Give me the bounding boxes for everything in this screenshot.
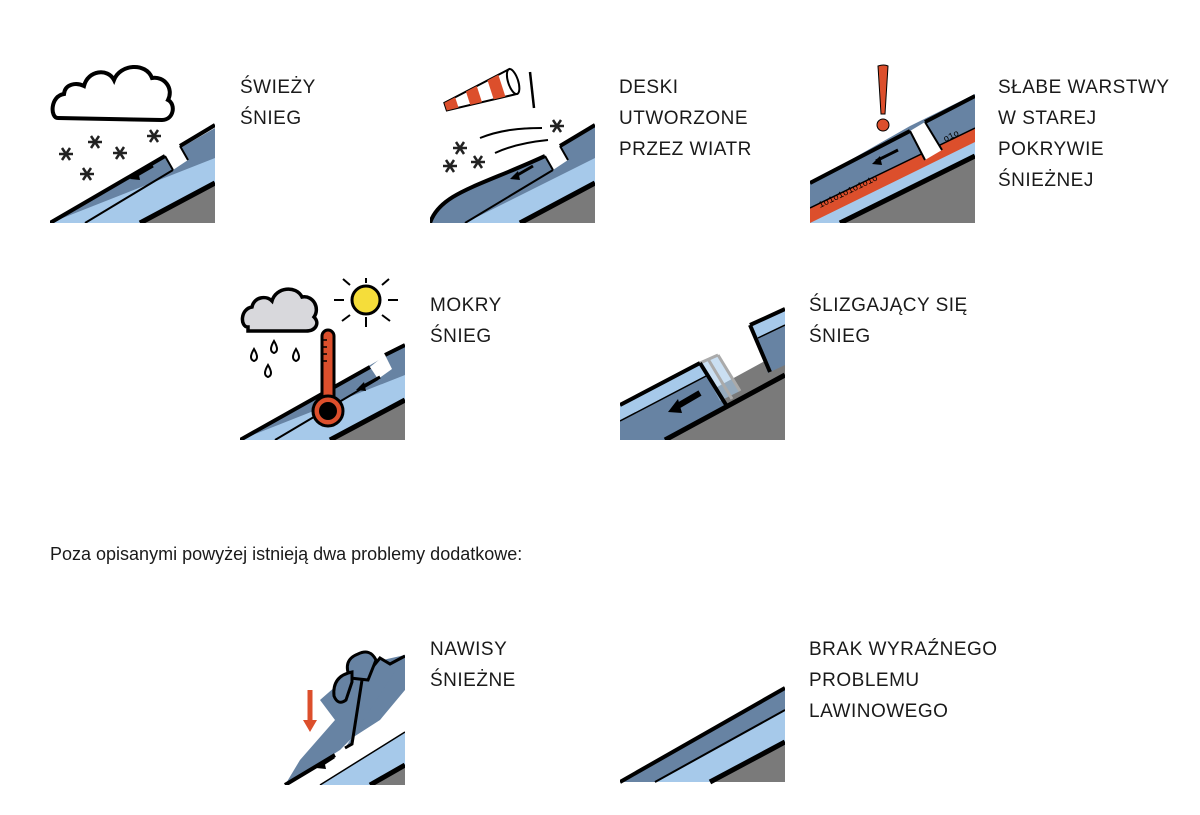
no-problem-icon (620, 620, 785, 785)
gliding-snow-icon (620, 275, 785, 440)
weak-layers-icon: 1o1o1o1o1o1o o1o (810, 58, 975, 223)
gliding-snow-label: ŚLIZGAJĄCY SIĘ ŚNIEG (809, 290, 968, 352)
wet-snow-label: MOKRY ŚNIEG (430, 290, 502, 352)
cornice-icon (240, 620, 405, 785)
label-line: MOKRY (430, 295, 502, 316)
label-line: UTWORZONE (619, 108, 749, 129)
label-line: LAWINOWEGO (809, 701, 949, 722)
label-line: ŚWIEŻY (240, 77, 316, 98)
label-line: NAWISY (430, 639, 508, 660)
label-line: ŚNIEŻNEJ (998, 170, 1094, 191)
cornice-label: NAWISY ŚNIEŻNE (430, 634, 516, 696)
label-line: PRZEZ WIATR (619, 139, 752, 160)
weak-layers-label: SŁABE WARSTWY W STAREJ POKRYWIE ŚNIEŻNEJ (998, 72, 1170, 196)
no-problem-label: BRAK WYRAŹNEGO PROBLEMU LAWINOWEGO (809, 634, 998, 727)
label-line: ŚNIEG (809, 326, 871, 347)
label-line: ŚNIEG (240, 108, 302, 129)
fresh-snow-label: ŚWIEŻY ŚNIEG (240, 72, 316, 134)
label-line: SŁABE WARSTWY (998, 77, 1170, 98)
label-line: W STAREJ (998, 108, 1097, 129)
wind-slab-icon (430, 58, 595, 223)
label-line: POKRYWIE (998, 139, 1105, 160)
label-line: PROBLEMU (809, 670, 920, 691)
label-line: ŚLIZGAJĄCY SIĘ (809, 295, 968, 316)
wind-slab-label: DESKI UTWORZONE PRZEZ WIATR (619, 72, 752, 165)
wet-snow-icon (240, 275, 405, 440)
label-line: BRAK WYRAŹNEGO (809, 639, 998, 660)
fresh-snow-icon (50, 58, 215, 223)
label-line: ŚNIEG (430, 326, 492, 347)
intro-text: Poza opisanymi powyżej istnieją dwa prob… (50, 544, 523, 564)
label-line: DESKI (619, 77, 679, 98)
label-line: ŚNIEŻNE (430, 670, 516, 691)
